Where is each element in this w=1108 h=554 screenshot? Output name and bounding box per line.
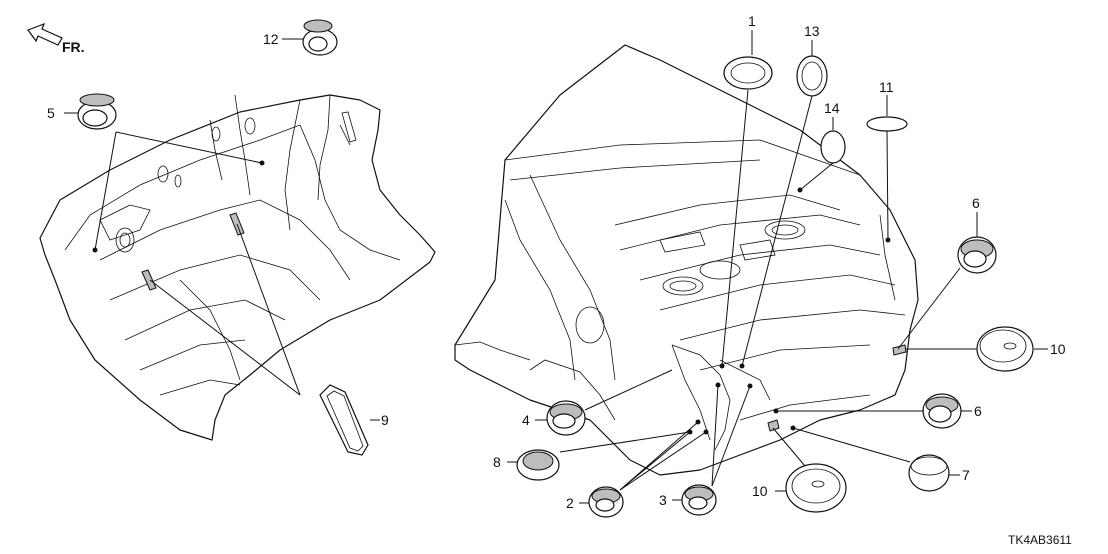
grommet-part-6-lower <box>922 393 962 429</box>
callout-1: 1 <box>748 13 756 29</box>
callout-14: 14 <box>824 100 840 116</box>
seal-part-14 <box>820 130 846 164</box>
grommet-part-2 <box>588 486 624 518</box>
oval-plug-part-10-bottom <box>785 463 847 513</box>
callout-6-lower: 6 <box>974 403 982 419</box>
front-floor-panel-drawing <box>39 94 436 441</box>
callout-10-right: 10 <box>1050 341 1066 357</box>
callout-3: 3 <box>659 492 667 508</box>
callout-8: 8 <box>493 454 501 470</box>
grommet-part-4 <box>546 400 586 436</box>
front-direction-arrow-icon: FR. <box>27 22 85 55</box>
callout-13: 13 <box>804 23 820 39</box>
oval-plug-part-13 <box>796 55 828 97</box>
seal-part-11 <box>866 116 908 132</box>
front-direction-label: FR. <box>62 39 85 55</box>
callout-10-bottom: 10 <box>752 483 768 499</box>
grommet-part-3 <box>681 484 717 516</box>
diagram-code: TK4AB3611 <box>1008 533 1072 547</box>
leader-lines <box>64 30 1048 504</box>
callout-5: 5 <box>47 105 55 121</box>
grommet-part-12 <box>302 19 338 56</box>
callout-12: 12 <box>263 31 279 47</box>
callout-4: 4 <box>522 412 530 428</box>
callout-2: 2 <box>566 495 574 511</box>
grommet-part-6-upper <box>957 236 997 274</box>
grommet-part-5 <box>77 93 117 130</box>
callout-6-upper: 6 <box>972 195 980 211</box>
oval-plug-part-8 <box>516 449 560 481</box>
oval-plug-part-10-right <box>976 326 1034 372</box>
callout-11: 11 <box>879 79 894 95</box>
plug-part-7 <box>908 454 950 492</box>
callout-labels: 12 5 9 1 13 14 11 6 10 6 7 10 4 8 2 3 <box>47 13 1066 511</box>
callout-7: 7 <box>962 467 970 483</box>
rear-body-drawing <box>454 44 919 476</box>
callout-9: 9 <box>381 412 389 428</box>
oval-plug-part-9 <box>319 384 369 456</box>
oval-plug-part-1 <box>723 56 773 90</box>
